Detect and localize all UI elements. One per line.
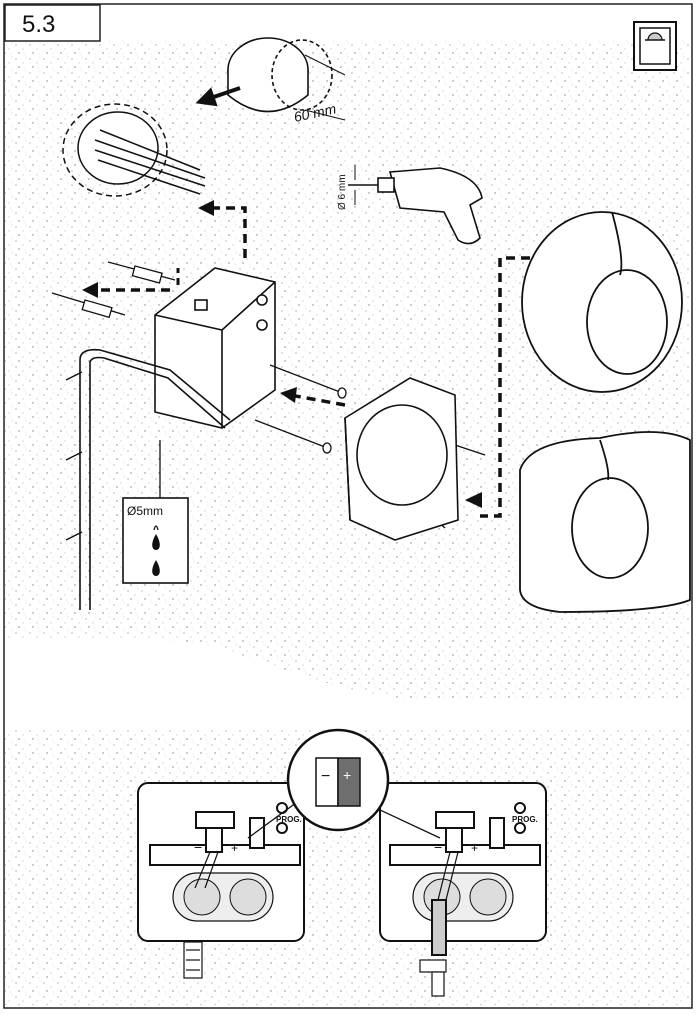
wiring-module-left	[137, 782, 305, 942]
minus-left: −	[194, 839, 202, 855]
minus-right: −	[434, 839, 442, 855]
drill-icon	[348, 167, 483, 245]
arrow-head-icon	[82, 282, 98, 298]
square-cover	[519, 431, 691, 613]
dashed-arrow-icon	[480, 256, 530, 518]
round-cover	[521, 211, 683, 393]
plus-right: +	[471, 841, 478, 855]
cable	[79, 348, 231, 610]
mounting-plate	[344, 377, 459, 541]
dashed-arrow-icon	[289, 393, 346, 407]
sensor-symbol-icon	[633, 21, 677, 71]
section-label: 5.3	[4, 4, 101, 42]
polarity-magnifier: − +	[247, 728, 441, 839]
cable-hole-label: Ø5mm	[127, 504, 163, 518]
polarity-minus: −	[321, 768, 330, 785]
cable-connector-left	[183, 941, 203, 979]
polarity-plus: +	[343, 767, 351, 783]
arrow-head-icon	[198, 200, 214, 216]
surface-box	[154, 267, 276, 429]
arrow-head-icon	[465, 492, 482, 508]
wall-plugs	[51, 261, 176, 319]
wiring-module-right	[379, 782, 547, 956]
drop-icon	[152, 560, 160, 576]
plus-left: +	[231, 841, 238, 855]
prog-label-right: PROG.	[512, 815, 538, 824]
dashed-arrow-icon	[205, 206, 247, 258]
drop-icon	[152, 534, 160, 550]
section-number: 5.3	[22, 11, 55, 38]
flush-box-diagram	[227, 37, 346, 121]
insert-arrow-icon	[195, 86, 241, 107]
prog-label-left: PROG.	[276, 815, 302, 824]
wall-box-diagram	[62, 103, 206, 197]
cable-hole-card: Ø5mm	[122, 440, 189, 584]
arrow-head-icon	[280, 387, 297, 403]
drill-diameter-label: Ø 6 mm	[337, 174, 348, 210]
cable-connector-right	[419, 959, 447, 997]
